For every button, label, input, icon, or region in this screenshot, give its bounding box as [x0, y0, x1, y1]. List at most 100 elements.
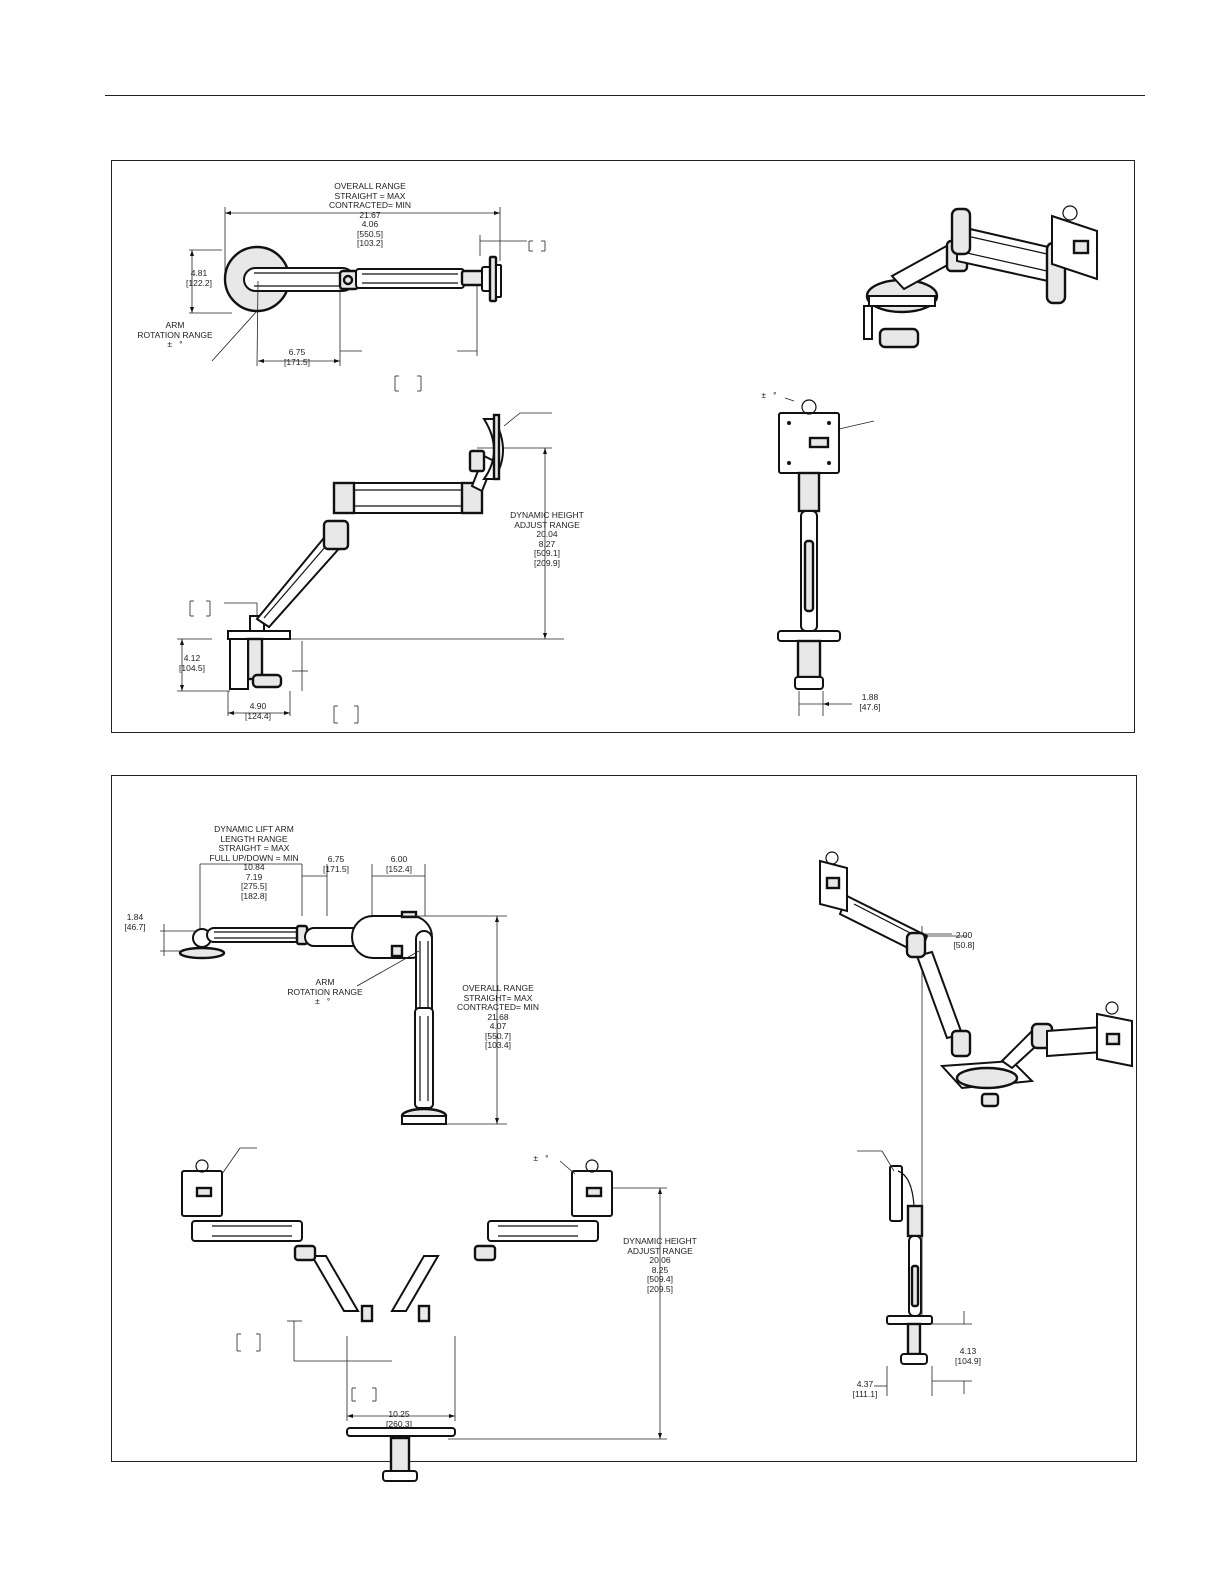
dual-side-view [857, 926, 972, 1396]
arm-rotation-title: ARM [165, 320, 185, 330]
dynamic-lift-label: DYNAMIC LIFT ARM LENGTH RANGE STRAIGHT =… [184, 824, 324, 901]
dynamic-lift-max-note: STRAIGHT = MAX [218, 843, 290, 853]
dual-front-tilt-degree: ° [545, 1153, 549, 1163]
dynamic-height-min-mm: [209.9] [534, 557, 560, 568]
dynamic-height-min-in: 8.27 [538, 538, 556, 549]
arm-rotation-subtitle: ROTATION RANGE [137, 329, 213, 340]
dual-front-tilt-label: ± ° [527, 1153, 555, 1164]
dual-overall-range-title: OVERALL RANGE [462, 983, 534, 993]
dim-600-mm: [152.4] [386, 863, 412, 874]
top-length-dimension: 6.75 [171.5] [277, 347, 317, 367]
dynamic-lift-title: DYNAMIC LIFT ARM [214, 824, 294, 834]
side-clamp-width-dimension: 4.37 [111.1] [845, 1379, 885, 1399]
overall-range-max-mm: [550.5] [357, 228, 383, 239]
side-clamp-height-in: 4.13 [959, 1346, 977, 1356]
dual-overall-range-max-mm: [550.7] [485, 1030, 511, 1041]
dual-arm-drawing-panel: DYNAMIC LIFT ARM LENGTH RANGE STRAIGHT =… [111, 775, 1137, 1482]
clamp-width-in: 4.90 [249, 701, 267, 711]
overall-range-max-in: 21.67 [359, 209, 381, 220]
top-length-in: 6.75 [288, 347, 306, 357]
dual-dynamic-height-subtitle: ADJUST RANGE [627, 1245, 693, 1256]
dual-overall-range-max-in: 21.68 [487, 1011, 509, 1022]
top-length-mm: [171.5] [284, 356, 310, 367]
dynamic-height-title: DYNAMIC HEIGHT [510, 510, 584, 520]
single-front-view [777, 397, 875, 716]
single-arm-drawing-panel: OVERALL RANGE STRAIGHT = MAX CONTRACTED=… [111, 160, 1135, 733]
side-clamp-width-in: 4.37 [856, 1379, 874, 1389]
dual-iso-view [819, 851, 1133, 1108]
clamp-width-dimension: 4.90 [124.4] [238, 701, 278, 721]
dual-arm-rotation-label: ARM ROTATION RANGE ± ° [280, 977, 370, 1007]
top-height-in: 4.81 [190, 268, 208, 278]
arm-rotation-degree: ° [179, 339, 183, 349]
dual-dynamic-height-min-mm: [209.5] [647, 1283, 673, 1294]
overall-range-min-in: 4.06 [361, 219, 379, 229]
dual-top-view [160, 863, 507, 1125]
single-top-view [189, 207, 546, 392]
side-clamp-height-dimension: 4.13 [104.9] [948, 1346, 988, 1366]
dynamic-lift-max-mm: [275.5] [241, 881, 267, 891]
front-width-mm: [47.6] [859, 701, 881, 712]
side-offset-dimension: 2.00 [50.8] [946, 930, 982, 950]
single-side-view [177, 412, 564, 724]
dual-arm-rotation-title: ARM [315, 977, 335, 987]
dynamic-lift-min-in: 7.19 [245, 871, 263, 882]
dim-675: 6.75 [171.5] [318, 854, 354, 874]
single-arm-drawing [177, 205, 1098, 724]
dim-675-mm: [171.5] [323, 863, 349, 874]
dual-front-view [181, 1147, 667, 1482]
top-height-mm: [122.2] [186, 277, 212, 288]
offset-dimension: 1.84 [46.7] [117, 912, 153, 932]
overall-range-title: OVERALL RANGE [334, 181, 406, 191]
dual-dynamic-height-min-in: 8.25 [651, 1264, 669, 1275]
arm-rotation-label: ARM ROTATION RANGE ± ° [130, 320, 220, 350]
dynamic-height-max-mm: [509.1] [534, 548, 560, 558]
dynamic-height-max-in: 20.04 [536, 529, 558, 539]
dynamic-height-subtitle: ADJUST RANGE [514, 519, 580, 530]
front-tilt-degree: ° [773, 390, 777, 400]
top-height-dimension: 4.81 [122.2] [184, 268, 214, 288]
dual-overall-range-label: OVERALL RANGE STRAIGHT= MAX CONTRACTED= … [448, 983, 548, 1051]
dynamic-height-label: DYNAMIC HEIGHT ADJUST RANGE 20.04 8.27 [… [497, 510, 597, 568]
dual-arm-rotation-subtitle: ROTATION RANGE [287, 986, 363, 997]
clamp-height-dimension: 4.12 [104.5] [174, 653, 210, 673]
dual-front-tilt-plusminus: ± [533, 1153, 539, 1163]
base-width-dimension: 10.25 [260.3] [379, 1409, 419, 1429]
dim-600: 6.00 [152.4] [379, 854, 419, 874]
header-rule [105, 95, 1145, 96]
front-width-dimension: 1.88 [47.6] [852, 692, 888, 712]
single-iso-view [863, 205, 1098, 349]
arm-rotation-plusminus: ± [167, 339, 173, 349]
base-width-mm: [260.3] [386, 1418, 412, 1429]
dual-arm-rotation-degree: ° [326, 996, 331, 1006]
overall-range-min-mm: [103.2] [357, 238, 383, 248]
base-width-in: 10.25 [388, 1409, 410, 1419]
front-tilt-label: ± ° [754, 390, 784, 401]
side-clamp-width-mm: [111.1] [852, 1388, 878, 1399]
dual-overall-range-min-in: 4.07 [489, 1021, 507, 1031]
side-offset-mm: [50.8] [953, 939, 975, 950]
offset-mm: [46.7] [124, 921, 146, 932]
dual-overall-range-max-note: STRAIGHT= MAX [463, 992, 533, 1003]
dim-675-in: 6.75 [327, 854, 345, 864]
dual-overall-range-min-note: CONTRACTED= MIN [457, 1002, 539, 1012]
dual-arm-rotation-plusminus: ± [315, 996, 320, 1006]
clamp-height-mm: [104.5] [179, 662, 205, 673]
dual-overall-range-min-mm: [103.4] [485, 1040, 511, 1050]
clamp-width-mm: [124.4] [245, 710, 271, 721]
dynamic-lift-min-mm: [182.8] [241, 890, 267, 901]
dual-dynamic-height-max-in: 20.06 [649, 1255, 671, 1265]
clamp-height-in: 4.12 [183, 653, 201, 663]
dynamic-lift-max-in: 10.84 [243, 862, 265, 872]
side-clamp-height-mm: [104.9] [955, 1355, 981, 1366]
dynamic-lift-min-note: FULL UP/DOWN = MIN [209, 852, 299, 863]
overall-range-min-note: CONTRACTED= MIN [329, 200, 411, 210]
offset-in: 1.84 [126, 912, 144, 922]
overall-range-label: OVERALL RANGE STRAIGHT = MAX CONTRACTED=… [315, 181, 425, 249]
overall-range-max-note: STRAIGHT = MAX [334, 190, 406, 201]
side-offset-in: 2.00 [955, 930, 973, 940]
dual-dynamic-height-title: DYNAMIC HEIGHT [623, 1236, 697, 1246]
front-tilt-plusminus: ± [761, 390, 767, 400]
dual-arm-drawing [160, 851, 1133, 1482]
front-width-in: 1.88 [861, 692, 879, 702]
